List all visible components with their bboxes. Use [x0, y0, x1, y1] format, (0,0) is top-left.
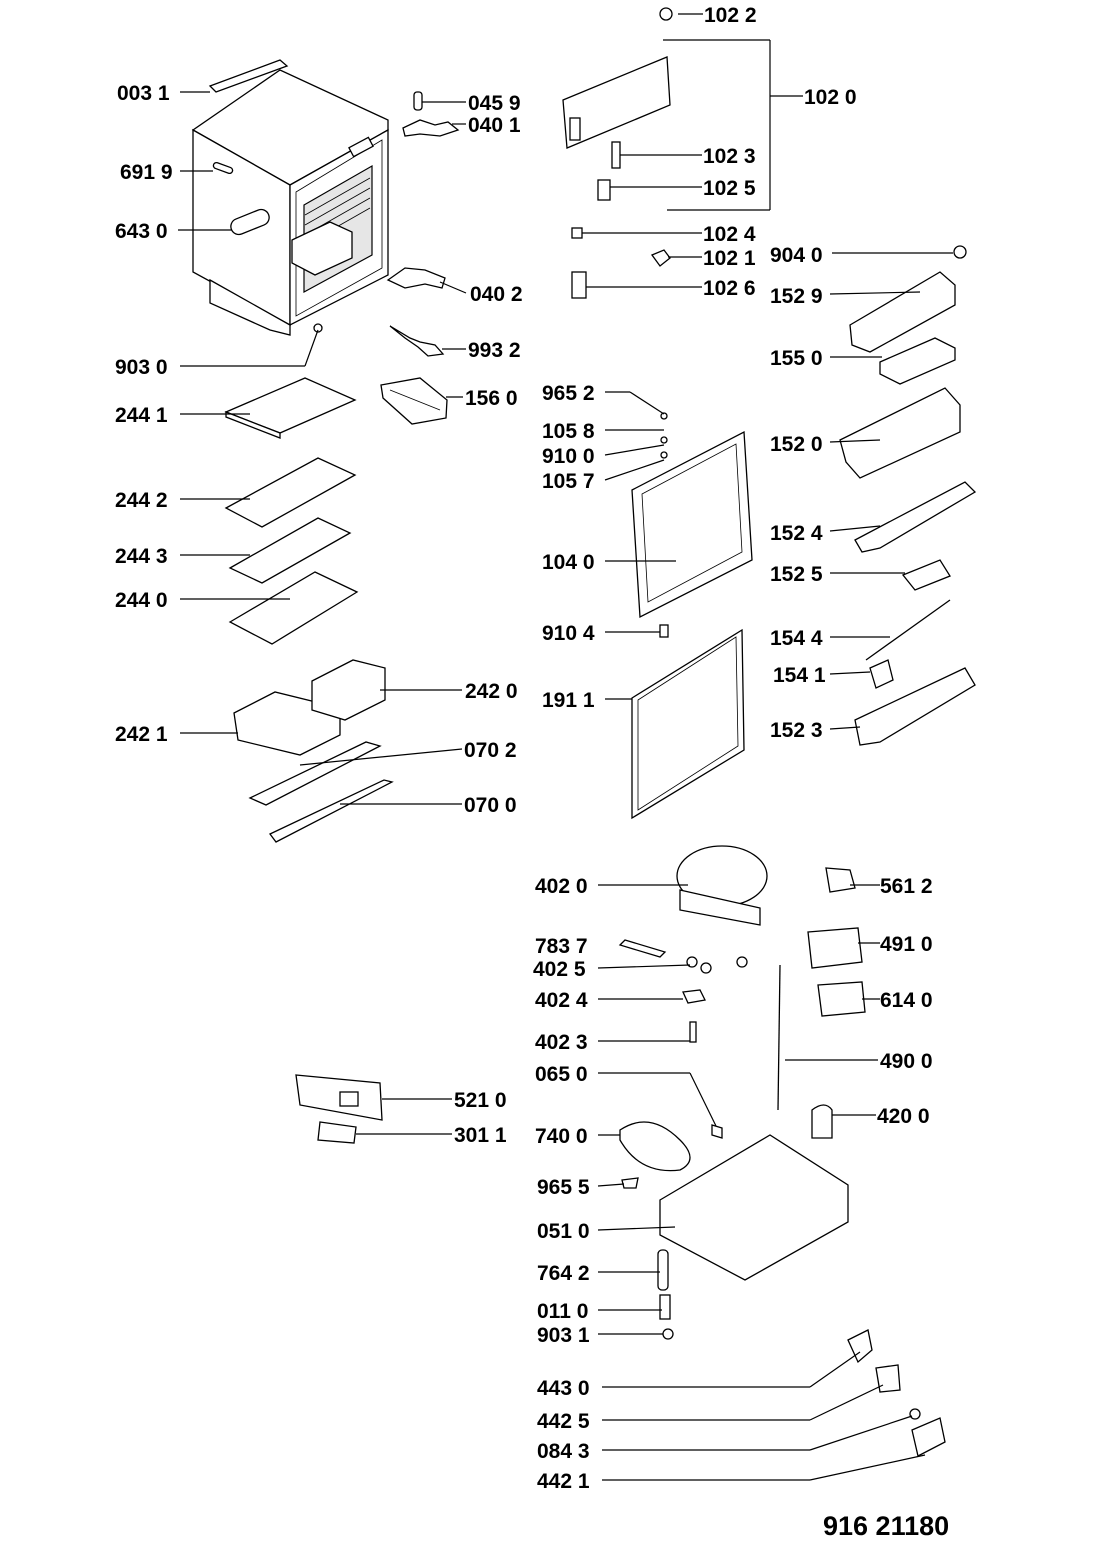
callout-label: 442 5	[537, 1410, 590, 1433]
callout-label: 102 4	[703, 223, 756, 246]
callout-label: 491 0	[880, 933, 933, 956]
crisper-drawings	[233, 659, 394, 843]
callout-label: 003 1	[117, 82, 170, 105]
base-drawings	[619, 1121, 849, 1340]
callout-label: 154 4	[770, 627, 823, 650]
callout-label: 102 3	[703, 145, 756, 168]
callout-label: 561 2	[880, 875, 933, 898]
callout-label: 993 2	[468, 339, 521, 362]
callout-label: 152 4	[770, 522, 823, 545]
callout-label: 643 0	[115, 220, 168, 243]
callout-label: 102 0	[804, 86, 857, 109]
callout-label: 102 6	[703, 277, 756, 300]
part-drawings	[191, 7, 977, 1457]
callout-label: 070 2	[464, 739, 517, 762]
callout-label: 104 0	[542, 551, 595, 574]
callout-label: 614 0	[880, 989, 933, 1012]
callout-label: 903 0	[115, 356, 168, 379]
callout-label: 152 5	[770, 563, 823, 586]
leader-lines	[178, 13, 953, 1481]
callout-label: 084 3	[537, 1440, 590, 1463]
document-number: 916 21180	[823, 1511, 949, 1541]
callout-label: 783 7	[535, 935, 588, 958]
callout-label: 152 3	[770, 719, 823, 742]
callout-label: 442 1	[537, 1470, 590, 1493]
callout-label: 764 2	[537, 1262, 590, 1285]
callout-label: 045 9	[468, 92, 521, 115]
callout-label: 691 9	[120, 161, 173, 184]
door-top-drawings	[562, 7, 967, 299]
callout-label: 065 0	[535, 1063, 588, 1086]
callout-label: 070 0	[464, 794, 517, 817]
callout-label: 965 5	[537, 1176, 590, 1199]
callout-label: 105 7	[542, 470, 595, 493]
callout-label: 156 0	[465, 387, 518, 410]
hinge-drawings	[380, 91, 460, 425]
callout-label: 301 1	[454, 1124, 507, 1147]
callout-label: 402 3	[535, 1031, 588, 1054]
callout-label: 402 5	[533, 958, 586, 981]
callout-label: 402 0	[535, 875, 588, 898]
callout-label: 102 2	[704, 4, 757, 27]
callout-label: 191 1	[542, 689, 595, 712]
compressor-drawings	[618, 845, 866, 1139]
callout-label: 242 0	[465, 680, 518, 703]
door-shelf-drawings	[839, 271, 977, 746]
callout-label: 102 1	[703, 247, 756, 270]
callout-label: 420 0	[877, 1105, 930, 1128]
callout-labels: 102 2 102 0 102 3 102 5 102 4 102 1 102 …	[115, 4, 933, 1493]
callout-label: 155 0	[770, 347, 823, 370]
callout-label: 040 1	[468, 114, 521, 137]
callout-label: 102 5	[703, 177, 756, 200]
callout-label: 242 1	[115, 723, 168, 746]
callout-label: 152 0	[770, 433, 823, 456]
callout-label: 011 0	[537, 1300, 588, 1323]
callout-label: 244 1	[115, 404, 168, 427]
callout-label: 244 0	[115, 589, 168, 612]
thermostat-drawings	[295, 1074, 946, 1457]
door-drawings	[631, 412, 753, 820]
callout-label: 244 3	[115, 545, 168, 568]
cabinet-drawing	[191, 59, 389, 336]
callout-label: 402 4	[535, 989, 588, 1012]
callout-label: 490 0	[880, 1050, 933, 1073]
callout-label: 903 1	[537, 1324, 590, 1347]
callout-label: 740 0	[535, 1125, 588, 1148]
callout-label: 040 2	[470, 283, 523, 306]
callout-label: 154 1	[773, 664, 826, 687]
callout-label: 904 0	[770, 244, 823, 267]
callout-label: 910 4	[542, 622, 595, 645]
callout-label: 051 0	[537, 1220, 590, 1243]
callout-label: 965 2	[542, 382, 595, 405]
callout-label: 443 0	[537, 1377, 590, 1400]
callout-label: 521 0	[454, 1089, 507, 1112]
callout-label: 910 0	[542, 445, 595, 468]
callout-label: 244 2	[115, 489, 168, 512]
callout-label: 105 8	[542, 420, 595, 443]
shelf-drawings	[224, 377, 359, 645]
callout-label: 152 9	[770, 285, 823, 308]
